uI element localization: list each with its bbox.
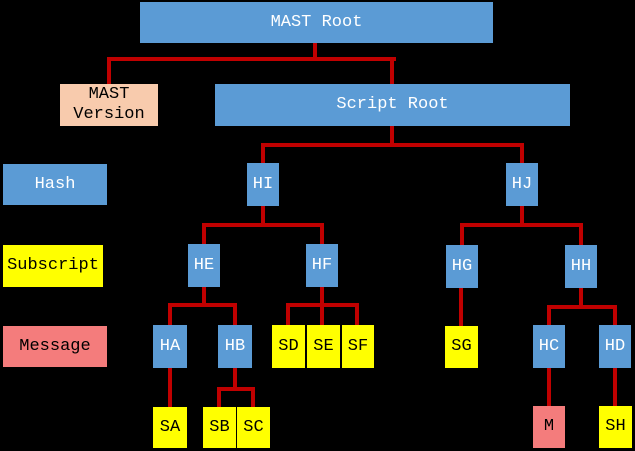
connector-line (579, 223, 583, 245)
connector-line (547, 305, 617, 309)
connector-line (233, 368, 237, 391)
connector-line (261, 143, 265, 163)
connector-line (520, 143, 524, 163)
connector-line (613, 305, 617, 325)
connector-line (217, 387, 221, 407)
node-hi: HI (247, 163, 279, 206)
node-sh: SH (599, 406, 632, 448)
legend-hash: Hash (3, 164, 107, 205)
connector-line (286, 303, 290, 325)
node-sa: SA (153, 407, 187, 448)
connector-line (261, 205, 265, 227)
node-mast-root: MAST Root (140, 2, 493, 43)
connector-line (107, 57, 396, 61)
node-se: SE (307, 325, 340, 368)
connector-line (547, 305, 551, 325)
connector-line (202, 223, 324, 227)
node-sc: SC (237, 407, 270, 448)
connector-line (202, 286, 206, 307)
node-hc: HC (533, 325, 565, 368)
connector-line (168, 303, 172, 325)
connector-line (460, 223, 464, 245)
node-hg: HG (446, 245, 478, 288)
legend-subscript: Subscript (3, 245, 103, 287)
node-hb: HB (218, 325, 252, 368)
node-ha: HA (153, 325, 187, 368)
node-script-root: Script Root (215, 84, 570, 126)
connector-line (202, 223, 206, 244)
node-hh: HH (565, 245, 597, 288)
connector-line (547, 368, 551, 406)
connector-line (107, 57, 111, 84)
connector-line (520, 205, 524, 227)
connector-line (579, 288, 583, 309)
connector-line (217, 387, 255, 391)
node-hd: HD (599, 325, 631, 368)
connector-line (261, 143, 524, 147)
node-mast-version: MAST Version (60, 84, 158, 126)
connector-line (233, 303, 237, 325)
connector-line (460, 223, 583, 227)
node-sf: SF (342, 325, 374, 368)
connector-line (613, 368, 617, 406)
connector-line (286, 303, 359, 307)
node-m: M (533, 406, 565, 448)
connector-line (355, 303, 359, 325)
connector-line (313, 43, 317, 61)
node-hf: HF (306, 244, 338, 287)
node-sb: SB (203, 407, 236, 448)
connector-line (168, 368, 172, 407)
connector-line (168, 303, 237, 307)
node-sd: SD (272, 325, 305, 368)
connector-line (251, 387, 255, 407)
connector-line (320, 223, 324, 244)
node-he: HE (188, 244, 220, 287)
node-sg: SG (445, 326, 478, 368)
connector-line (459, 288, 463, 326)
node-hj: HJ (506, 163, 538, 206)
connector-line (390, 126, 394, 147)
legend-message: Message (3, 326, 107, 367)
connector-line (390, 57, 394, 84)
